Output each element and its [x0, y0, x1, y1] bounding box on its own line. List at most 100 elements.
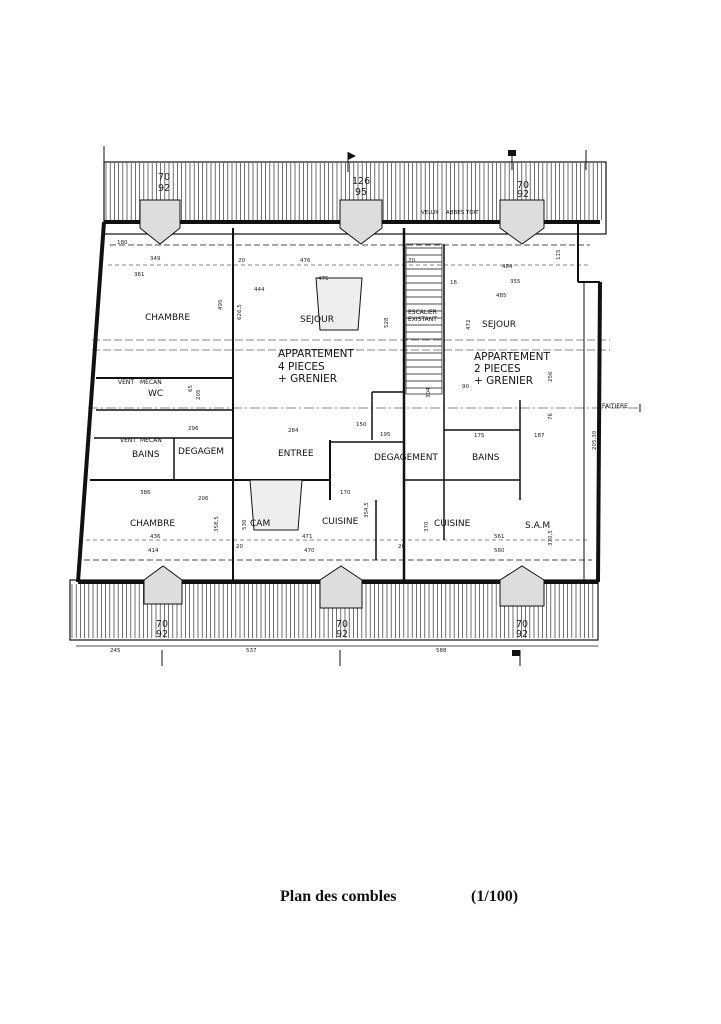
dim-label: 20 — [238, 258, 245, 264]
room-label-vent-2: VENT — [120, 437, 136, 444]
roof-hatching — [71, 163, 602, 638]
dim-label: 187 — [534, 433, 545, 439]
dim-label: 296 — [188, 426, 199, 432]
dim-label: 414 — [148, 548, 159, 554]
dim-label: 205,30 — [592, 430, 598, 450]
label-abbes: ABBES — [446, 210, 465, 216]
dim-label: 92 — [336, 629, 348, 640]
stair — [405, 243, 443, 395]
label-velux: VELUX — [421, 210, 439, 216]
dim-label: 358,5 — [214, 516, 220, 532]
dim-label: 206 — [198, 496, 209, 502]
dim-label: 484 — [502, 264, 513, 270]
apartment-right-line1: APPARTEMENT — [474, 351, 550, 363]
dim-label: 92 — [158, 183, 170, 194]
dim-label: 70 — [158, 172, 170, 183]
dim-label: 92 — [516, 629, 528, 640]
room-label-vent-1: VENT — [118, 379, 134, 386]
dormer-windows — [139, 199, 545, 609]
dim-label: 626,5 — [237, 304, 243, 320]
dim-label: 92 — [156, 629, 168, 640]
dim-label: 304 — [426, 387, 432, 398]
dim-label: 561 — [494, 534, 505, 540]
dim-label: 530 — [242, 519, 248, 530]
room-label-sejour-right: SEJOUR — [482, 320, 516, 330]
dim-label: 560 — [494, 548, 505, 554]
flag-markers — [348, 150, 520, 656]
dim-label: 20 — [236, 544, 243, 550]
room-label-existant: EXISTANT — [408, 316, 437, 323]
dim-label: 180 — [117, 240, 128, 246]
dim-label: 361 — [134, 272, 145, 278]
room-label-chambre-sw: CHAMBRE — [130, 519, 175, 529]
dim-label: 150 — [356, 422, 367, 428]
dim-label: 65 — [188, 385, 194, 392]
room-label-mecan-1: MECAN — [140, 379, 162, 386]
label-toit: TOIT — [465, 210, 479, 216]
axis-marks — [76, 146, 641, 666]
dim-label: 476 — [300, 258, 311, 264]
dim-label: 528 — [384, 317, 390, 328]
room-label-degagem: DEGAGEM — [178, 447, 224, 457]
room-label-mecan-2: MECAN — [140, 437, 162, 444]
dim-label: 475 — [318, 276, 329, 282]
dim-label: 470 — [304, 548, 315, 554]
dim-label: 245 — [110, 648, 121, 654]
room-label-cam: CAM — [250, 519, 270, 529]
dim-label: 126 — [352, 176, 370, 187]
dim-label: 205 — [196, 389, 202, 400]
interior-walls — [90, 228, 521, 580]
drawing-title: Plan des combles — [280, 888, 397, 905]
dim-label: 90 — [462, 384, 469, 390]
dim-label: 354,5 — [364, 502, 370, 518]
dim-label: 495 — [218, 299, 224, 310]
dim-label: 70 — [336, 619, 348, 630]
dim-label: 471 — [302, 534, 313, 540]
dim-label: 20 — [398, 544, 405, 550]
dim-label: 170 — [340, 490, 351, 496]
dim-label: 76 — [548, 413, 554, 420]
dim-label: 349 — [150, 256, 161, 262]
apartment-left-line3: + GRENIER — [278, 373, 337, 385]
dim-label: 370 — [424, 521, 430, 532]
dim-label: 115 — [556, 249, 562, 260]
room-label-sam: S.A.M — [525, 521, 550, 531]
dim-label: 355 — [510, 279, 521, 285]
drawing-scale: (1/100) — [471, 888, 519, 905]
dim-label: 370,5 — [548, 530, 554, 546]
apartment-right-line3: + GRENIER — [474, 375, 533, 387]
dim-label: 588 — [436, 648, 447, 654]
dim-label: 70 — [516, 619, 528, 630]
dim-label: 70 — [517, 180, 529, 191]
dim-label: 175 — [474, 433, 485, 439]
apartment-left-line2: 4 PIECES — [278, 361, 325, 373]
dim-label: 256 — [548, 371, 554, 382]
dim-label: 70 — [156, 619, 168, 630]
dim-label: 472 — [466, 320, 472, 331]
dim-label: 16 — [450, 280, 457, 286]
label-faitiere: FAITIERE — [602, 403, 628, 410]
room-label-bains-right: BAINS — [472, 453, 500, 463]
dim-label: 485 — [496, 293, 507, 299]
dim-label: 444 — [254, 287, 265, 293]
room-label-bains-left: BAINS — [132, 450, 160, 460]
dim-label: 20 — [408, 258, 415, 264]
room-label-escalier: ESCALIER — [408, 309, 437, 316]
dim-label: 537 — [246, 648, 257, 654]
room-label-cuisine-left: CUISINE — [322, 517, 359, 527]
dim-label: 195 — [380, 432, 391, 438]
room-label-sejour-left: SEJOUR — [300, 315, 334, 325]
room-label-chambre-nw: CHAMBRE — [145, 313, 190, 323]
apartment-right-line2: 2 PIECES — [474, 363, 521, 375]
room-label-entree: ENTREE — [278, 449, 314, 459]
room-label-degagement: DEGAGEMENT — [374, 453, 438, 463]
dim-label: 386 — [140, 490, 151, 496]
dim-label: 92 — [517, 189, 529, 200]
dim-label: 284 — [288, 428, 299, 434]
room-label-wc: WC — [148, 389, 163, 399]
apartment-left-line1: APPARTEMENT — [278, 348, 354, 360]
room-label-cuisine-right: CUISINE — [434, 519, 471, 529]
dim-label: 436 — [150, 534, 161, 540]
dim-label: 95 — [355, 187, 367, 198]
